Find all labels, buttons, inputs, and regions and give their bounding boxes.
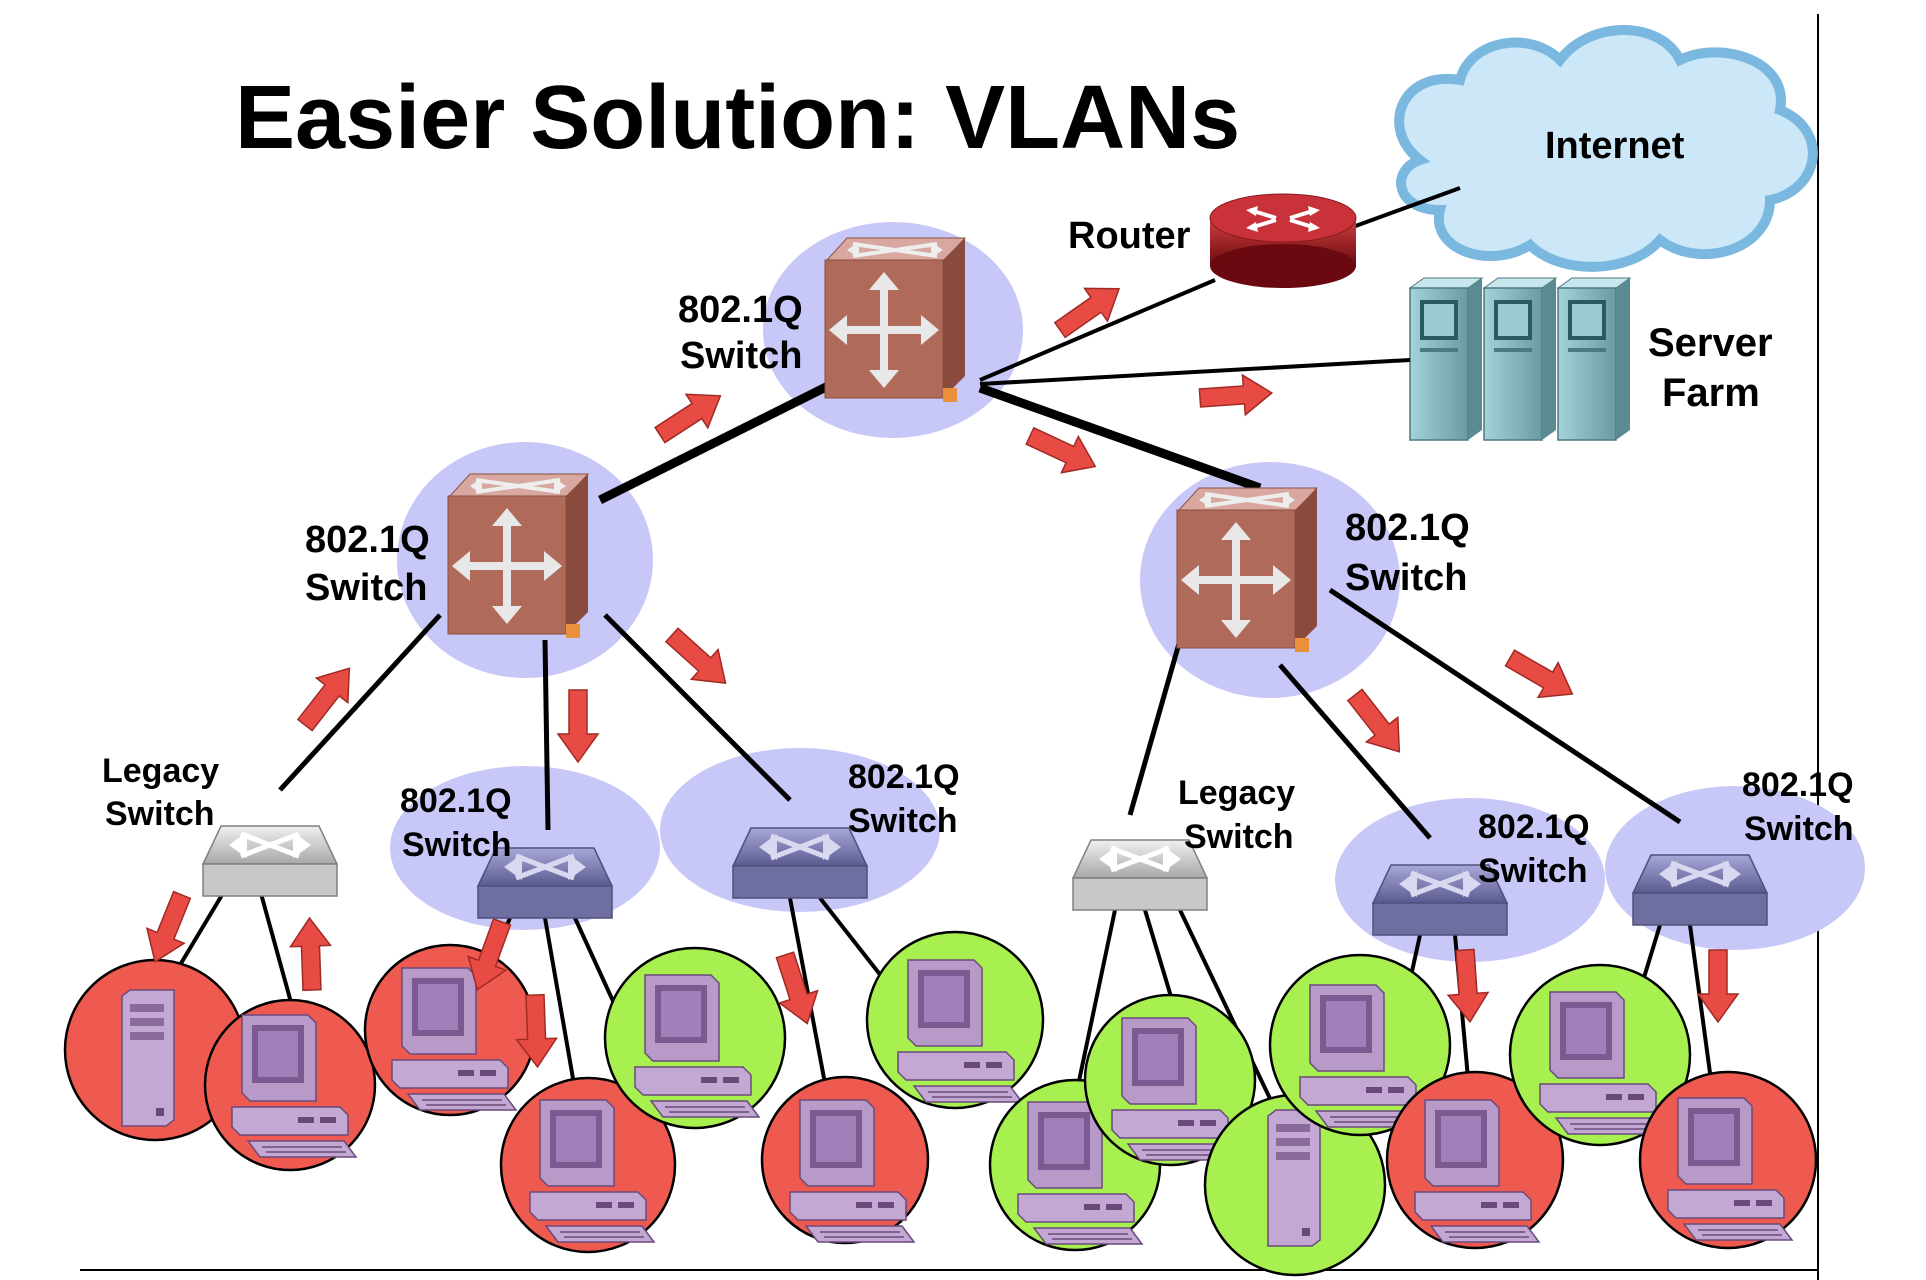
arrow-icon — [288, 916, 333, 992]
arrow-icon — [1499, 639, 1584, 713]
host-red-6 — [1385, 1070, 1565, 1250]
host-red-5 — [760, 1075, 930, 1245]
server-farm-label-line1: Server — [1648, 321, 1773, 365]
router-label: Router — [1068, 215, 1191, 257]
legacy-left-label-line1: Legacy — [102, 752, 219, 790]
right-switch-label-line1: 802.1Q — [1345, 507, 1470, 549]
legacy-left-label-line2: Switch — [105, 795, 215, 833]
legacy-switch-left-icon — [203, 826, 337, 896]
legacy-right-label-line2: Switch — [1184, 818, 1294, 856]
arrow-icon — [1197, 372, 1274, 419]
left-switch-label-line2: Switch — [305, 567, 427, 609]
access-switch-b-icon — [733, 828, 867, 898]
host-green-7 — [1508, 963, 1692, 1147]
core-switch-label-line1: 802.1Q — [678, 289, 803, 331]
access-b-label-line2: Switch — [848, 802, 958, 840]
access-a-label-line1: 802.1Q — [400, 782, 512, 820]
arrow-icon — [1338, 681, 1416, 765]
access-switch-d-icon — [1633, 855, 1767, 925]
host-red-7 — [1638, 1070, 1818, 1250]
server-farm-label-line2: Farm — [1662, 371, 1760, 415]
arrow-icon — [1697, 949, 1739, 1023]
legacy-right-label-line1: Legacy — [1178, 774, 1295, 812]
access-d-label-line2: Switch — [1744, 810, 1854, 848]
host-red-4 — [499, 1076, 677, 1254]
host-green-4 — [1083, 993, 1257, 1167]
arrow-icon — [557, 689, 599, 763]
arrow-icon — [288, 655, 366, 739]
access-a-label-line2: Switch — [402, 826, 512, 864]
end-hosts — [63, 930, 1818, 1277]
server-farm-icon — [1408, 277, 1632, 441]
host-red-2 — [203, 998, 377, 1172]
internet-label: Internet — [1545, 125, 1685, 167]
right-switch-icon — [1177, 488, 1317, 652]
router-icon — [1209, 193, 1357, 288]
core-switch-icon — [825, 238, 965, 402]
access-b-label-line1: 802.1Q — [848, 758, 960, 796]
tower-server-icon — [121, 989, 175, 1127]
access-d-label-line1: 802.1Q — [1742, 766, 1854, 804]
cloud-icon — [1394, 25, 1818, 272]
host-red-3 — [363, 943, 537, 1117]
host-green-1 — [603, 946, 787, 1130]
access-c-label-line2: Switch — [1478, 852, 1588, 890]
access-c-label-line1: 802.1Q — [1478, 808, 1590, 846]
core-switch-label-line2: Switch — [680, 335, 802, 377]
arrow-icon — [657, 619, 740, 699]
host-green-2 — [865, 930, 1045, 1110]
left-switch-icon — [448, 474, 588, 638]
page-title: Easier Solution: VLANs — [235, 68, 1240, 168]
left-switch-label-line1: 802.1Q — [305, 519, 430, 561]
host-green-6 — [1268, 953, 1452, 1137]
arrow-icon — [135, 886, 202, 970]
tower-server-icon — [1267, 1109, 1321, 1247]
right-switch-label-line2: Switch — [1345, 557, 1467, 599]
